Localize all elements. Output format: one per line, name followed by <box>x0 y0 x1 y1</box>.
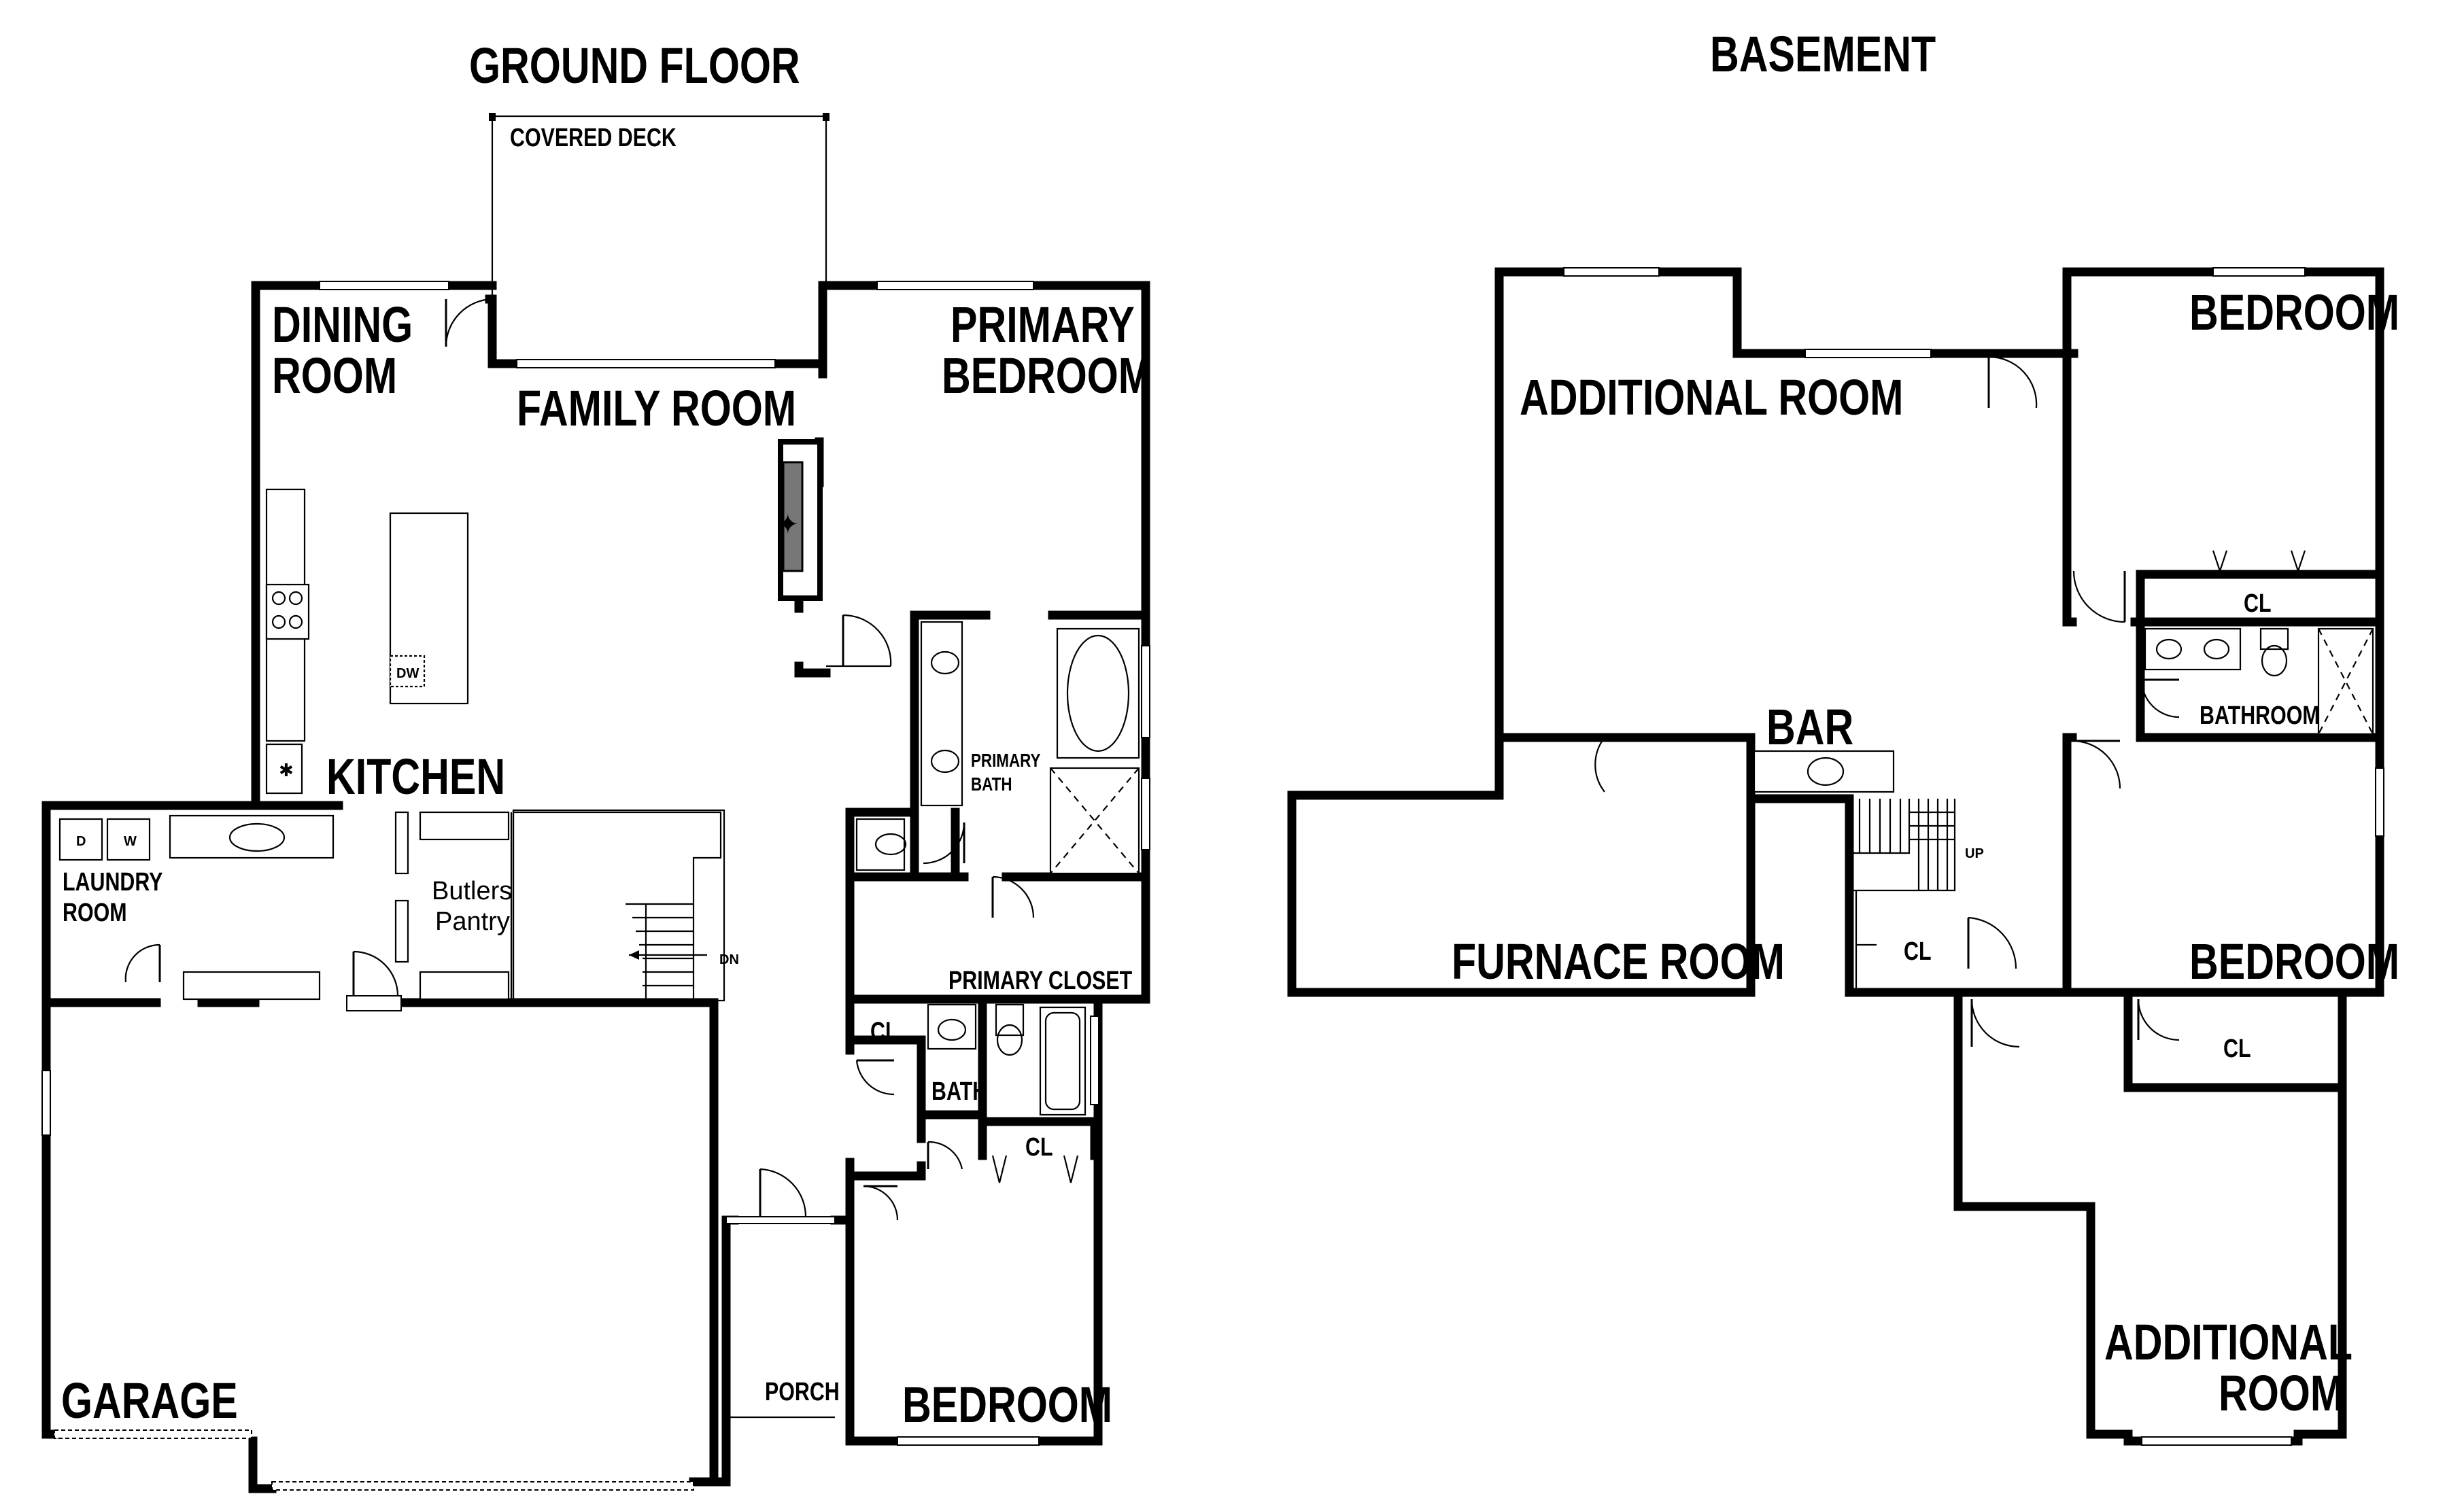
basement-closet-top-label: CL <box>2244 589 2272 618</box>
laundry-room-label-2: ROOM <box>63 899 127 927</box>
basement-bathroom-label: BATHROOM <box>2200 701 2320 730</box>
kitchen-fixtures: ✱ <box>169 488 513 1001</box>
kitchen-label: KITCHEN <box>326 749 505 805</box>
primary-bedroom-label-1: PRIMARY <box>951 297 1135 353</box>
additional-room-bottom-label-2: ROOM <box>2219 1366 2344 1422</box>
ground-floor-walls <box>41 281 1150 1493</box>
basement-bedroom-top-label: BEDROOM <box>2189 285 2399 341</box>
covered-deck-label: COVERED DECK <box>510 124 677 152</box>
svg-text:✱: ✱ <box>279 761 294 781</box>
basement-bedroom-bottom-label: BEDROOM <box>2189 934 2399 990</box>
butlers-pantry-label-1: Butlers <box>432 877 512 905</box>
bedroom-label: BEDROOM <box>902 1377 1112 1434</box>
basement-doors <box>1594 355 2180 1048</box>
basement-windows <box>1563 267 2384 1446</box>
primary-bedroom-label-2: BEDROOM <box>942 348 1152 404</box>
washer-label: W <box>124 834 137 849</box>
primary-bath-label-2: BATH <box>971 774 1012 795</box>
primary-closet-label: PRIMARY CLOSET <box>948 967 1132 995</box>
porch-label: PORCH <box>765 1378 840 1406</box>
covered-deck <box>489 113 829 362</box>
butlers-pantry-label-2: Pantry <box>435 907 510 936</box>
dining-room-label-2: ROOM <box>272 348 397 404</box>
ground-floor-windows <box>41 281 1150 1491</box>
bedroom-closet-doors <box>991 1155 1079 1183</box>
laundry-room-label-1: LAUNDRY <box>63 868 163 897</box>
bar-counter <box>1753 750 1895 793</box>
basement-closet-stairs-label: CL <box>1904 937 1932 966</box>
dishwasher-label: DW <box>396 666 419 681</box>
primary-bath-fixtures <box>855 621 1140 875</box>
family-room-label: FAMILY ROOM <box>517 381 796 437</box>
garage-label: GARAGE <box>61 1373 238 1429</box>
basement-stairs <box>1851 799 1956 992</box>
ground-floor-title: GROUND FLOOR <box>469 38 800 94</box>
stairs-down-label: DN <box>719 952 739 967</box>
furnace-room-label: FURNACE ROOM <box>1452 934 1785 990</box>
dining-room-label-1: DINING <box>272 297 413 353</box>
primary-bath-label-1: PRIMARY <box>971 750 1041 771</box>
bath-fixtures <box>927 1003 1086 1116</box>
closet-label-2: CL <box>1025 1133 1053 1162</box>
basement-title: BASEMENT <box>1710 27 1936 83</box>
basement-plan <box>1287 267 2384 1446</box>
svg-text:✦: ✦ <box>776 509 800 540</box>
bar-label: BAR <box>1766 699 1853 756</box>
basement-bath-fixtures <box>2144 550 2374 735</box>
ground-floor-plan: ✦ ✱ <box>41 113 1150 1493</box>
bath-label: BATH <box>931 1077 987 1106</box>
closet-label-1: CL <box>870 1018 898 1046</box>
ground-floor-doors <box>124 298 1035 1221</box>
additional-room-bottom-label-1: ADDITIONAL <box>2104 1315 2352 1371</box>
labels: GROUND FLOOR BASEMENT COVERED DECK DININ… <box>61 27 2399 1434</box>
basement-closet-bottom-label: CL <box>2223 1035 2251 1063</box>
fireplace: ✦ <box>776 439 823 601</box>
additional-room-top-label: ADDITIONAL ROOM <box>1520 370 1903 426</box>
stairs-up-label: UP <box>1965 846 1984 861</box>
laundry-fixtures <box>58 818 151 861</box>
ground-stairs <box>512 809 725 1002</box>
dryer-label: D <box>76 834 86 849</box>
